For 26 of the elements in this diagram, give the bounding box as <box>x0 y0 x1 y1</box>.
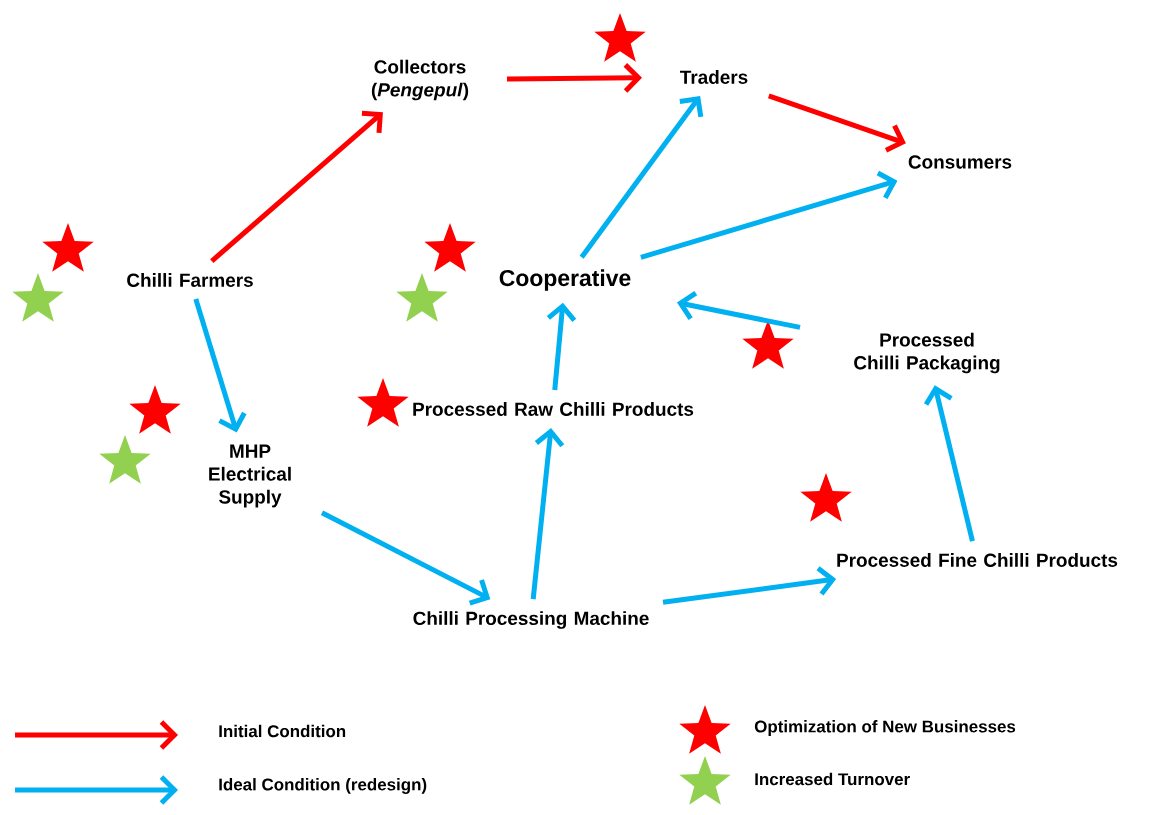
arrow <box>662 566 837 605</box>
arrow <box>530 427 565 600</box>
arrow <box>768 93 906 153</box>
node-label: Cooperative <box>499 269 631 291</box>
node-label: Chilli Processing Machine <box>413 611 649 629</box>
node-label: Collectors (Pengepul) <box>371 59 469 101</box>
arrow <box>640 170 898 260</box>
node-label: Processed Chilli Packaging <box>854 332 1000 374</box>
arrow <box>320 510 491 606</box>
arrow <box>579 95 704 259</box>
legend-label: Initial Condition <box>219 724 346 738</box>
node-label: Processed Raw Chilli Products <box>413 402 694 416</box>
arrow <box>923 385 975 542</box>
legend-label: Ideal Condition (redesign) <box>219 778 427 794</box>
arrow <box>507 63 642 93</box>
arrow <box>677 291 801 330</box>
node-label: Processed Fine Chilli Products <box>837 553 1118 567</box>
legend-label: Optimization of New Businesses <box>754 720 1016 736</box>
arrow <box>193 298 247 433</box>
node-label: MHP Electrical Supply <box>209 444 291 508</box>
node-label: Consumers <box>908 155 1012 169</box>
node-label: Traders <box>680 70 748 84</box>
arrow <box>210 110 383 263</box>
legend-label: Increased Turnover <box>755 772 910 786</box>
node-label: Chilli Farmers <box>127 273 253 287</box>
arrow <box>546 302 577 391</box>
